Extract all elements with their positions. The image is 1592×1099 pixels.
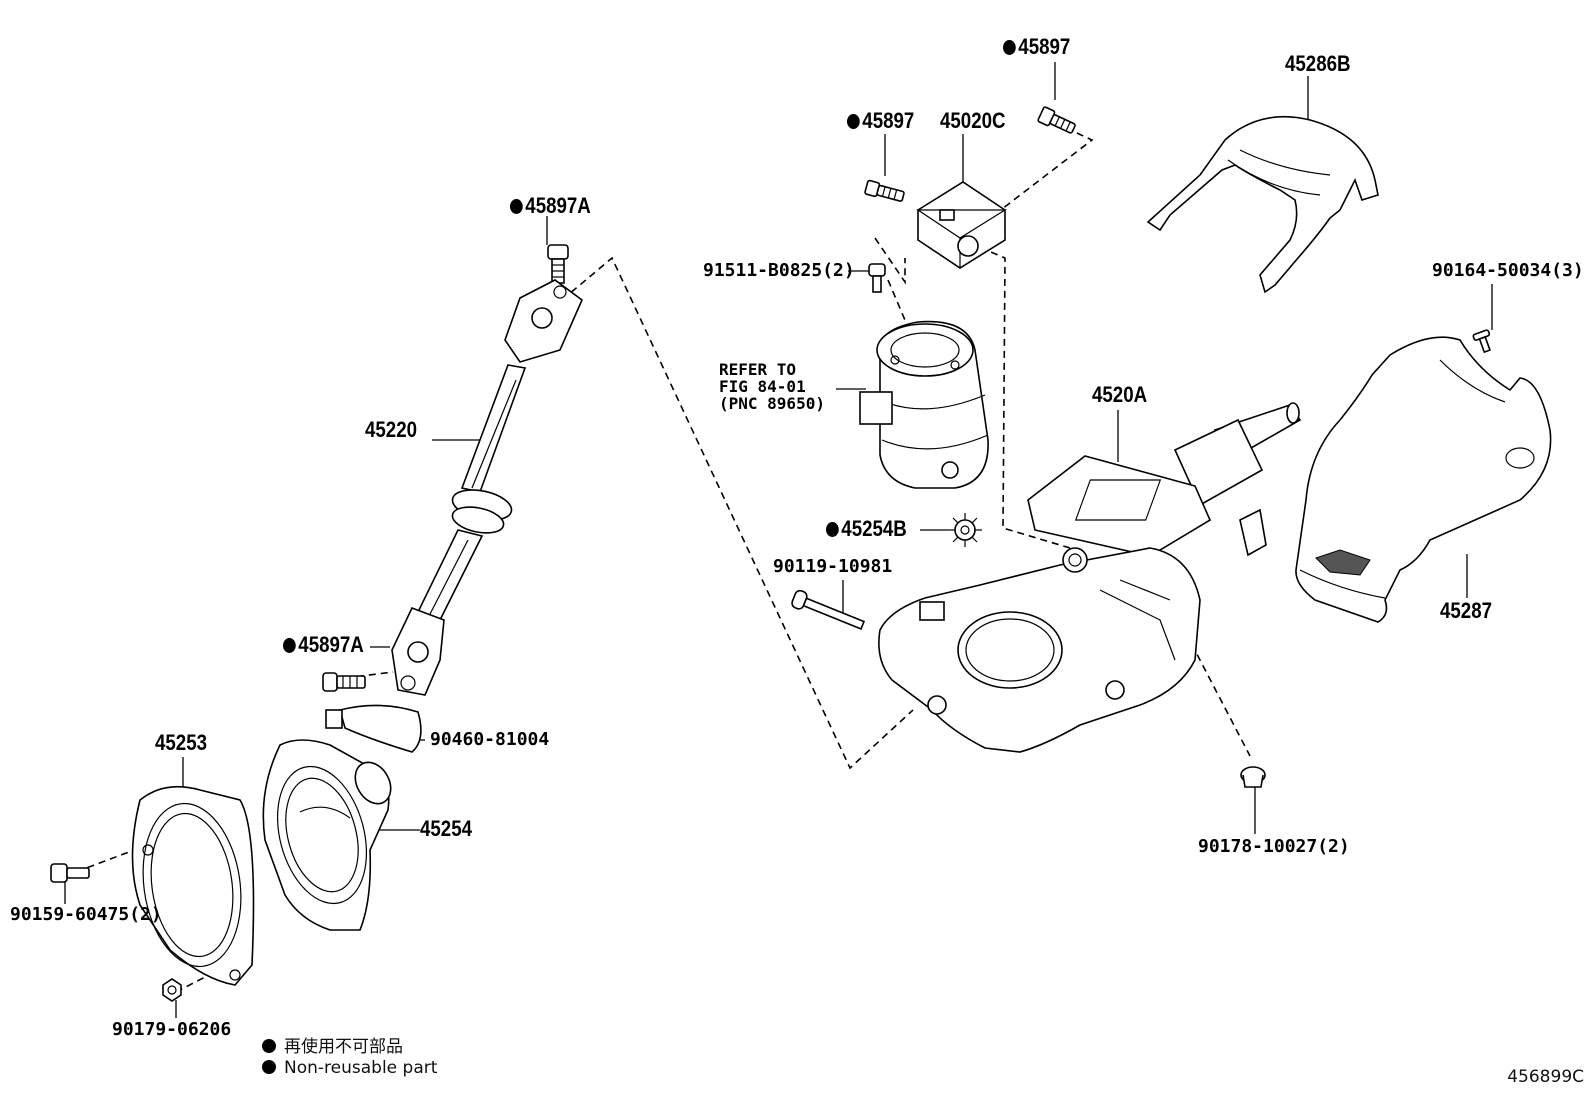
part-label-45020c: 45020C: [940, 108, 1006, 133]
nut-90179-icon: [162, 978, 182, 1002]
boot-seal-45254-icon: [262, 739, 392, 931]
bolt-45897-top-icon: [1037, 106, 1076, 134]
part-label-45897-mid: 45897: [847, 110, 914, 132]
non-reusable-bullet-icon: [826, 522, 839, 537]
clip-90178-icon: [1240, 766, 1266, 788]
non-reusable-bullet-icon: [283, 638, 296, 653]
part-label-90119: 90119-10981: [773, 556, 893, 577]
sensor-45020c-icon: [916, 181, 1008, 269]
figure-number: 456899C: [1507, 1067, 1584, 1087]
part-label-45220: 45220: [365, 417, 418, 442]
bolt-90159-icon: [50, 863, 90, 883]
part-label-90159: 90159-60475(2): [10, 904, 162, 925]
bolt-90119-icon: [791, 589, 866, 630]
screw-90164-icon: [1472, 329, 1491, 354]
part-label-45254b: 45254B: [826, 518, 907, 540]
part-label-90178: 90178-10027(2): [1198, 836, 1350, 857]
gear-45254b-icon: [948, 513, 982, 547]
refer-note: REFER TO FIG 84-01 (PNC 89650): [719, 360, 825, 413]
non-reusable-bullet-icon: [262, 1039, 276, 1053]
intermediate-shaft-icon: [391, 279, 583, 696]
bolt-91511-icon: [868, 263, 886, 293]
bolt-45897a-top-icon: [547, 244, 569, 284]
non-reusable-bullet-icon: [847, 114, 860, 129]
non-reusable-bullet-icon: [1003, 40, 1016, 55]
dashed-reference-line: [874, 237, 906, 285]
bolt-45897-mid-icon: [864, 179, 905, 202]
part-label-45897a-top: 45897A: [510, 195, 591, 217]
part-label-45897-top: 45897: [1003, 36, 1070, 58]
refer-note-line2: FIG 84-01: [719, 376, 806, 396]
non-reusable-bullet-icon: [510, 199, 523, 214]
non-reusable-bullet-icon: [262, 1060, 276, 1074]
motor-assembly-icon: [859, 320, 989, 489]
leader-lines: [64, 62, 1493, 1018]
dashed-reference-line: [561, 256, 914, 770]
steering-column-icon: [878, 402, 1302, 753]
part-label-45287: 45287: [1440, 598, 1493, 623]
legend-english: Non-reusable part: [262, 1058, 437, 1078]
part-label-90460: 90460-81004: [430, 729, 550, 750]
refer-note-line3: (PNC 89650): [719, 393, 825, 413]
bolt-45897a-low-icon: [322, 672, 366, 692]
part-label-4520a: 4520A: [1092, 382, 1148, 407]
part-label-90164: 90164-50034(3): [1432, 260, 1584, 281]
dashed-reference-line: [887, 279, 961, 451]
part-label-45254: 45254: [420, 816, 473, 841]
part-label-45253: 45253: [155, 730, 208, 755]
dashed-reference-line: [344, 671, 394, 679]
legend-japanese: 再使用不可部品: [262, 1032, 403, 1057]
part-label-90179: 90179-06206: [112, 1019, 232, 1040]
refer-note-line1: REFER TO: [719, 360, 797, 379]
lower-column-cover-icon: [1295, 336, 1552, 623]
band-clamp-icon: [325, 704, 422, 753]
part-label-45897a-low: 45897A: [283, 634, 364, 656]
part-label-91511: 91511-B0825(2): [703, 260, 855, 281]
upper-column-cover-icon: [1146, 115, 1379, 294]
part-label-45286b: 45286B: [1285, 51, 1351, 76]
cover-plate-45253-icon: [131, 785, 255, 986]
